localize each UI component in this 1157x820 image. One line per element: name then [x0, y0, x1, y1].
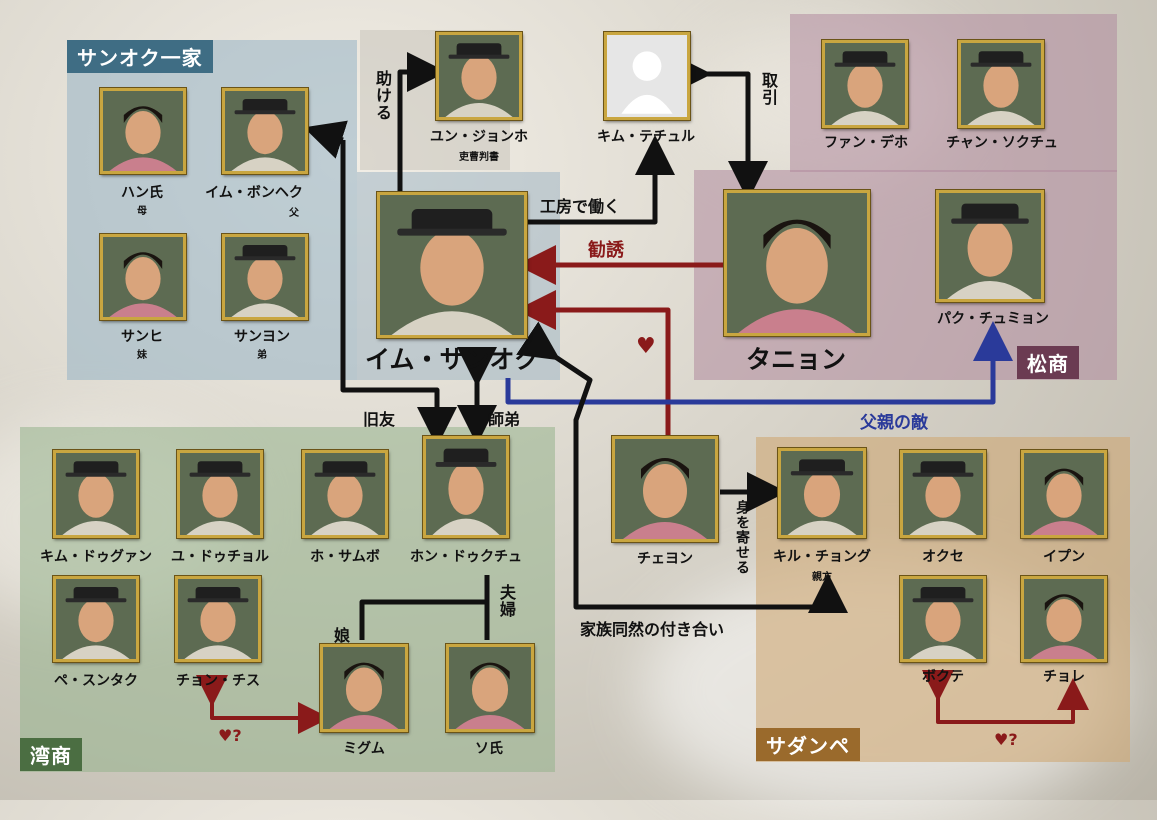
name-chonchisu: チョン・チス — [176, 673, 260, 689]
relation-label-heart: ♥ — [636, 334, 656, 359]
name-pesuntaku: ペ・スンタク — [54, 673, 138, 689]
portrait-kimtechul — [604, 32, 690, 120]
portrait-paku — [936, 190, 1044, 302]
relation-label-shitei: 師弟 — [488, 410, 521, 429]
portrait-sanhi — [100, 234, 186, 320]
portrait-cheyon — [612, 436, 718, 542]
portrait-han — [100, 88, 186, 174]
name-chansokchu: チャン・ソクチュ — [946, 135, 1058, 151]
portrait-tanyon — [724, 190, 870, 336]
name-okuse: オクセ — [922, 549, 964, 565]
portrait-chansokchu — [958, 40, 1044, 128]
relation-label-heart-q1: ♥? — [218, 726, 242, 745]
portrait-soshi — [446, 644, 534, 732]
name-kimduguan: キム・ドゥグァン — [40, 549, 152, 565]
name-han: ハン氏 — [121, 185, 163, 201]
name-kimtechul: キム・テチュル — [597, 129, 695, 145]
relation-label-tasukeru: 助ける — [373, 70, 392, 121]
portrait-okuse — [900, 450, 986, 538]
role-han: 母 — [137, 206, 147, 217]
relation-label-kyuyu: 旧友 — [363, 410, 396, 429]
name-yuduchol: ユ・ドゥチョル — [171, 549, 269, 565]
group-label-songsang: 松商 — [1017, 346, 1079, 379]
portrait-fandeho — [822, 40, 908, 128]
name-imbonhek: イム・ボンヘク — [205, 185, 303, 201]
role-imbonhek: 父 — [289, 208, 299, 219]
portrait-chore — [1021, 576, 1107, 662]
name-tanyon: タニョン — [745, 345, 847, 374]
name-paku: パク・チュミョン — [937, 311, 1049, 327]
name-hondokchu: ホン・ドゥクチュ — [410, 549, 522, 565]
name-ipun: イプン — [1043, 549, 1085, 565]
name-soshi: ソ氏 — [475, 741, 503, 757]
name-chore: チョレ — [1043, 669, 1085, 685]
name-yun: ユン・ジョンホ — [430, 129, 528, 145]
relation-label-musume: 娘 — [334, 626, 351, 645]
name-cheyon: チェヨン — [637, 551, 693, 567]
relation-label-mi-wo-yoseru: 身を寄せる — [734, 500, 750, 575]
portrait-yuduchol — [177, 450, 263, 538]
portrait-hosambo — [302, 450, 388, 538]
relation-label-torihiki: 取引 — [759, 72, 778, 106]
relation-label-chichi-teki: 父親の敵 — [860, 413, 928, 433]
group-label-mansang: 湾商 — [20, 738, 82, 771]
portrait-migumu — [320, 644, 408, 732]
name-kilchong: キル・チョング — [773, 549, 871, 565]
portrait-bokute — [900, 576, 986, 662]
portrait-yun — [436, 32, 522, 120]
role-sanyon: 弟 — [257, 350, 267, 361]
portrait-chonchisu — [175, 576, 261, 662]
portrait-imbonhek — [222, 88, 308, 174]
role-yun: 吏曹判書 — [459, 152, 499, 163]
name-sanyon: サンヨン — [234, 329, 290, 345]
name-sanhi: サンヒ — [121, 329, 163, 345]
name-hosambo: ホ・サムボ — [310, 549, 380, 565]
portrait-sanyon — [222, 234, 308, 320]
portrait-sanok — [377, 192, 527, 338]
relation-label-kazoku: 家族同然の付き合い — [580, 620, 725, 639]
group-label-family: サンオク一家 — [67, 40, 213, 73]
name-fandeho: ファン・デホ — [824, 135, 908, 151]
portrait-kimduguan — [53, 450, 139, 538]
role-sanhi: 妹 — [137, 350, 147, 361]
group-label-sadanpe: サダンペ — [756, 728, 860, 761]
relation-label-koubou: 工房で働く — [540, 197, 621, 216]
name-sanok: イム・サンオク — [364, 345, 540, 374]
relation-label-kanyuu: 勧誘 — [588, 240, 624, 261]
portrait-pesuntaku — [53, 576, 139, 662]
portrait-kilchong — [778, 448, 866, 538]
portrait-ipun — [1021, 450, 1107, 538]
relation-label-fuufu: 夫婦 — [497, 584, 516, 618]
relation-label-heart-q2: ♥? — [994, 730, 1018, 749]
name-bokute: ボクテ — [922, 669, 964, 685]
role-kilchong: 親方 — [812, 572, 832, 583]
name-migumu: ミグム — [343, 741, 385, 757]
portrait-hondokchu — [423, 436, 509, 538]
relation-lines — [196, 52, 1089, 734]
